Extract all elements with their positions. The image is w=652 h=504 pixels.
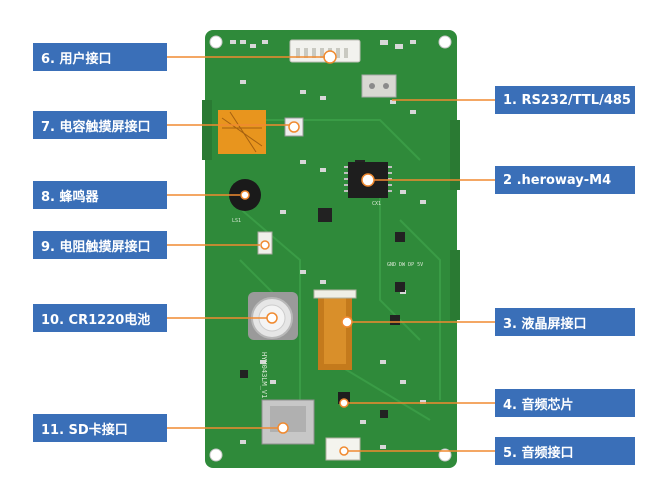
board-edge — [450, 120, 460, 190]
buzzer-ref: LS1 — [232, 218, 241, 224]
leader-lines — [167, 56, 495, 452]
marker-11 — [277, 422, 289, 434]
mcu-pins — [344, 166, 392, 192]
label-audio-chip: 4. 音频芯片 — [495, 389, 635, 417]
label-user-interface: 6. 用户接口 — [33, 43, 167, 71]
marker-9 — [260, 240, 270, 250]
mounting-holes — [209, 35, 452, 462]
marker-8 — [240, 190, 250, 200]
marker-2 — [361, 173, 375, 187]
marker-6 — [323, 50, 337, 64]
pin-labels: GND DW DP 5V — [387, 262, 423, 268]
label-sd-card: 11. SD卡接口 — [33, 414, 167, 442]
marker-5 — [339, 446, 349, 456]
label-mcu: 2 .heroway-M4 — [495, 166, 635, 194]
label-audio-jack: 5. 音频接口 — [495, 437, 635, 465]
pcb-board — [205, 30, 457, 468]
label-buzzer: 8. 蜂鸣器 — [33, 181, 167, 209]
marker-4 — [339, 398, 349, 408]
board-edge — [450, 250, 460, 320]
smd-components — [230, 40, 426, 449]
board-edge — [202, 100, 212, 160]
marker-7 — [288, 121, 300, 133]
board-silkscreen: HYM043LM_V1.0 — [260, 352, 268, 407]
label-rs232: 1. RS232/TTL/485 — [495, 86, 635, 114]
pcb-traces — [229, 119, 441, 421]
label-capacitive-touch: 7. 电容触摸屏接口 — [33, 111, 167, 139]
rs232-terminal — [361, 74, 397, 98]
marker-10 — [266, 312, 278, 324]
label-lcd: 3. 液晶屏接口 — [495, 308, 635, 336]
label-battery: 10. CR1220电池 — [33, 304, 167, 332]
chip-ref: CX1 — [372, 201, 381, 207]
label-resistive-touch: 9. 电阻触摸屏接口 — [33, 231, 167, 259]
connector-lines — [221, 111, 263, 153]
marker-3 — [341, 316, 353, 328]
